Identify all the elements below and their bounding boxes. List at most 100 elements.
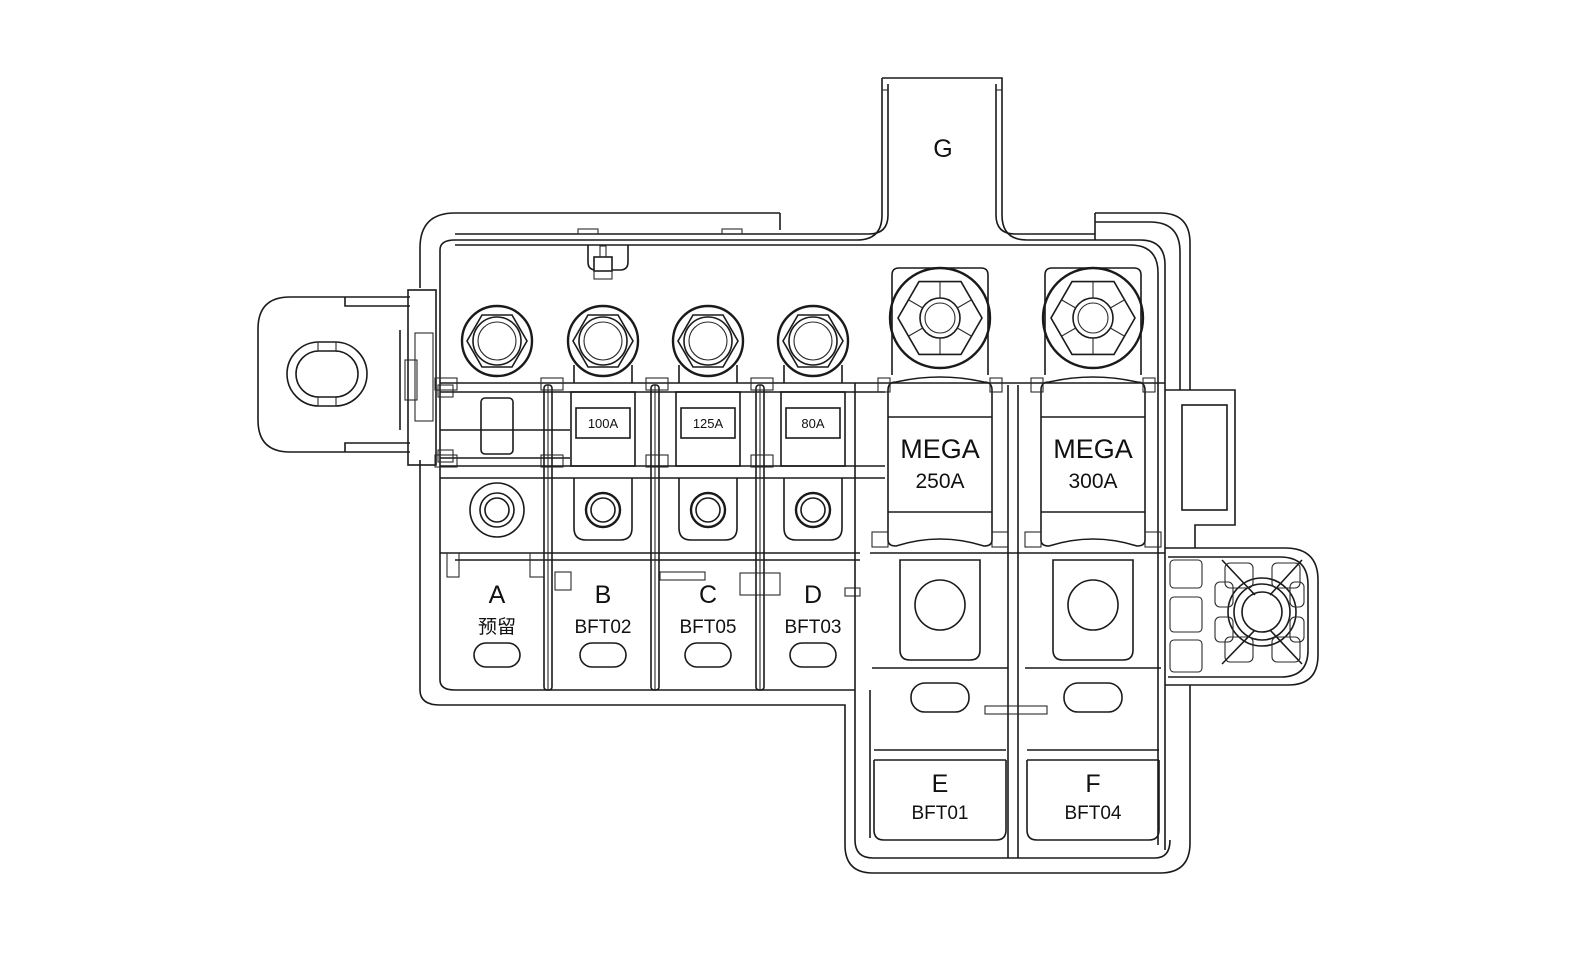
mega-fuse-nut-bore-inner xyxy=(1077,302,1109,334)
label-clip xyxy=(844,587,861,597)
fuse-rating-window xyxy=(575,407,631,439)
terminal-plate xyxy=(899,559,981,661)
rail-clip xyxy=(1030,377,1044,393)
fuse-body xyxy=(675,391,741,467)
terminal-g-label: G xyxy=(933,135,952,163)
fuse-rating-label: 125A xyxy=(693,416,724,431)
label-clip xyxy=(739,572,781,596)
small-fuse-nut-bore xyxy=(788,316,838,366)
reserved-slot xyxy=(480,397,514,455)
terminal-g: G xyxy=(455,77,1095,241)
terminal-hole xyxy=(1067,579,1119,631)
nut-rib xyxy=(1110,327,1125,337)
left-mount-tab xyxy=(257,289,454,466)
nut-base xyxy=(783,365,843,383)
fuse-body xyxy=(780,391,846,467)
fuse-code: BFT02 xyxy=(574,617,631,638)
label-panel xyxy=(873,760,1007,841)
small-fuse-nut-bore-inner xyxy=(583,321,623,361)
rail-clip xyxy=(991,531,1009,548)
terminal-tab xyxy=(678,478,738,541)
small-fuse-nut-washer xyxy=(566,304,640,378)
mega-code: BFT04 xyxy=(1064,803,1121,824)
mega-fuse-nut-washer xyxy=(888,266,992,370)
fuse-letter: A xyxy=(489,581,506,609)
mega-fuse-nut-washer xyxy=(1041,266,1145,370)
small-fuse-nut-hex xyxy=(782,314,844,368)
nut-rib xyxy=(908,299,923,309)
terminal-boss xyxy=(469,482,525,538)
rail-clip xyxy=(540,377,564,391)
nut-rib xyxy=(1061,327,1076,337)
mega-rating-label: 250A xyxy=(915,470,964,493)
terminal-tab xyxy=(783,478,843,541)
small-fuse-nut-washer xyxy=(776,304,850,378)
nut-base xyxy=(573,365,633,383)
small-fuse-nut-bore-inner xyxy=(688,321,728,361)
label-clip xyxy=(529,552,545,578)
fuse-letter: C xyxy=(699,581,717,609)
fuse-code: 预留 xyxy=(478,616,516,638)
nut-base xyxy=(678,365,738,383)
label-panel xyxy=(1026,760,1160,841)
oval-slot xyxy=(789,642,837,668)
fuse-rails xyxy=(440,382,1165,561)
terminal-hole xyxy=(800,497,826,523)
rail-clip xyxy=(989,377,1003,393)
rail-clip xyxy=(1024,531,1042,548)
rail-clip xyxy=(1144,531,1162,548)
label-clip xyxy=(554,571,572,591)
rail-clip xyxy=(434,377,458,391)
terminal-hole xyxy=(484,497,510,523)
rail-clip xyxy=(645,377,669,391)
oval-slot xyxy=(579,642,627,668)
small-fuse-nut-bore-inner xyxy=(793,321,833,361)
oval-slot xyxy=(1063,682,1123,713)
mega-fuse-nut-bore xyxy=(1072,297,1114,339)
mega-code: BFT01 xyxy=(911,803,968,824)
terminal-plate xyxy=(1052,559,1134,661)
mega-letter: F xyxy=(1085,770,1100,798)
terminal-ring xyxy=(794,491,832,529)
rail-clip xyxy=(540,454,564,468)
mega-fuse-nut-bore-inner xyxy=(924,302,956,334)
rail-clip xyxy=(750,377,774,391)
nut-rib xyxy=(908,327,923,337)
small-fuse-nut-bore xyxy=(472,316,522,366)
rail-clip xyxy=(877,377,891,393)
terminal-hole xyxy=(695,497,721,523)
center-clip xyxy=(984,705,1048,715)
terminal-hole xyxy=(590,497,616,523)
fuse-rating-window xyxy=(785,407,841,439)
terminal-ring xyxy=(689,491,727,529)
fuse-letter: D xyxy=(804,581,822,609)
label-clip xyxy=(659,571,706,581)
oval-slot xyxy=(473,642,521,668)
nut-rib xyxy=(1061,299,1076,309)
rail-clip xyxy=(645,454,669,468)
housing xyxy=(419,212,1191,874)
mega-fuse-e: MEGA 250A E BFT01 xyxy=(871,266,1009,841)
fuse-letter: B xyxy=(595,581,612,609)
mega-type-label: MEGA xyxy=(900,434,980,464)
small-fuse-a: A 预留 xyxy=(434,304,553,691)
small-fuse-nut-bore xyxy=(683,316,733,366)
mega-letter: E xyxy=(932,770,949,798)
small-fuse-nut-bore-inner xyxy=(477,321,517,361)
fuse-rating-window xyxy=(680,407,736,439)
terminal-ring xyxy=(584,491,622,529)
rail-clip xyxy=(434,454,458,468)
nut-rib xyxy=(957,299,972,309)
mega-fuse-nut-hex xyxy=(1050,280,1136,356)
terminal-ring xyxy=(479,492,515,528)
oval-slot xyxy=(684,642,732,668)
top-clip xyxy=(577,228,743,280)
fuse-rating-label: 80A xyxy=(801,416,824,431)
nut-rib xyxy=(957,327,972,337)
